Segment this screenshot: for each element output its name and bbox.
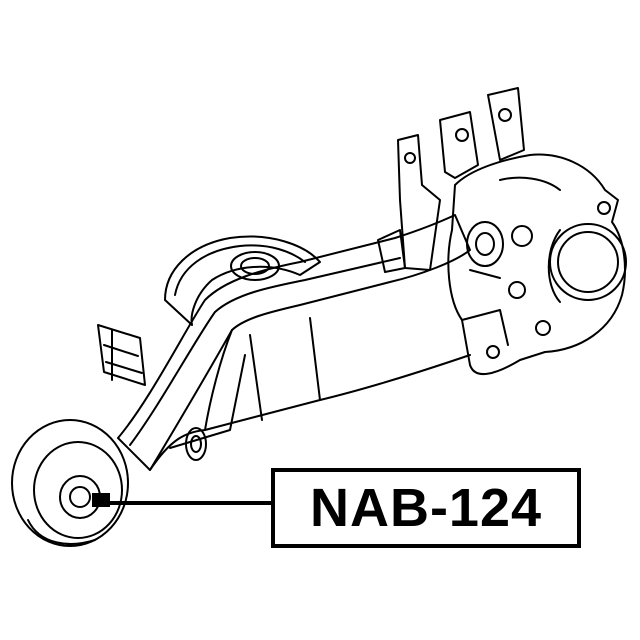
leader-line (92, 493, 274, 507)
part-number: NAB-124 (309, 478, 543, 538)
bushing-eye (11, 419, 129, 547)
left-bracket (97, 324, 146, 386)
knuckle-assembly (447, 153, 627, 376)
arm-hole (185, 427, 207, 461)
part-number-box: NAB-124 (271, 468, 581, 548)
upper-brackets (377, 87, 525, 273)
arm-body (117, 214, 471, 471)
inboard-mount (164, 235, 321, 326)
